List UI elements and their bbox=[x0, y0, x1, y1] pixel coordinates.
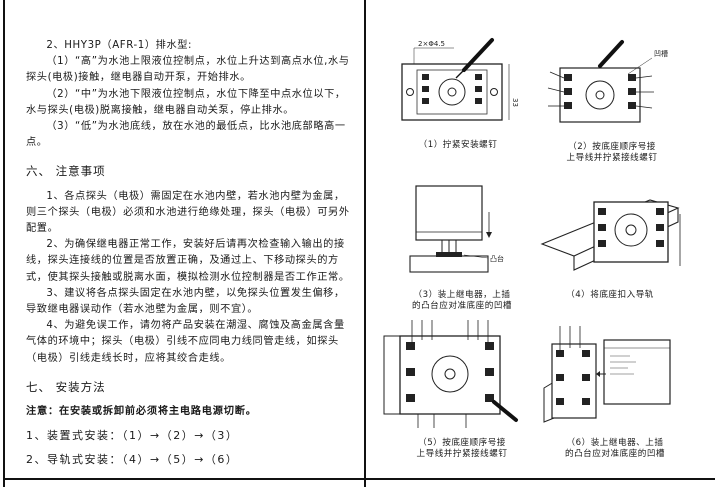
figure-2-caption: （2）按底座顺序号接 上导线并拧紧接线螺钉 bbox=[566, 142, 658, 163]
paragraph-drain-type: 2、HHY3P（AFR-1）排水型: bbox=[46, 40, 193, 51]
figure-6-caption: （6）装上继电器、上插 的凸台应对准底座的凹槽 bbox=[564, 438, 666, 459]
figure-2-wiring-base: 凹槽 bbox=[542, 36, 682, 136]
install-step-rail: 2、导轨式安装：（4）→（5）→（6） bbox=[26, 453, 239, 467]
figure-4-snap-to-rail bbox=[538, 184, 686, 284]
instructions-column: 2、HHY3P（AFR-1）排水型: （1）“高”为水池上限液位控制点，水位上升… bbox=[26, 38, 352, 469]
install-step-panel: 1、装置式安装：（1）→（2）→（3） bbox=[26, 429, 239, 443]
figure-6-attach-relay-rail bbox=[540, 318, 688, 430]
paragraph-mid-point: （2）“中”为水池下限液位控制点，水位下降至中点水位以下，水与探头(电极)脱离接… bbox=[26, 88, 346, 116]
left-border bbox=[3, 0, 5, 487]
note-item-4: 4、为避免误工作，请勿将产品安装在潮湿、腐蚀及高金属含量气体的环境中；探头（电极… bbox=[26, 320, 345, 364]
paragraph-low-point: （3）“低”为水池底线，放在水池的最低点，比水池底部略高一点。 bbox=[26, 121, 346, 149]
section-title-install: 七、 安装方法 bbox=[26, 379, 106, 394]
figure-1-mounting-screws: 2×Φ4.5 33 bbox=[392, 36, 522, 136]
note-item-3: 3、建议将各点探头固定在水池内壁，以免探头位置发生偏移，导致继电器误动作（若水池… bbox=[26, 287, 345, 316]
figure-5-wiring-rail-base bbox=[378, 318, 533, 430]
figure-3-attach-relay: 凸台 bbox=[392, 182, 522, 282]
column-divider bbox=[364, 0, 366, 487]
note-item-2: 2、为确保继电器正常工作，安装好后请再次检查输入输出的接线，探头连接线的位置是否… bbox=[26, 239, 350, 283]
hole-dimension-label: 2×Φ4.5 bbox=[418, 40, 445, 48]
figure-4-caption: （4）将底座扣入导轨 bbox=[566, 290, 654, 300]
note-item-1: 1、各点探头（电极）需固定在水池内壁，若水池内壁为金属，则三个探头（电极）必须和… bbox=[26, 190, 350, 235]
boss-label: 凸台 bbox=[490, 254, 504, 263]
section-title-notes: 六、 注意事项 bbox=[26, 164, 106, 179]
height-dimension-label: 33 bbox=[511, 98, 519, 107]
figure-5-caption: （5）按底座顺序号接 上导线并拧紧接线螺钉 bbox=[416, 438, 508, 459]
figure-1-caption: （1）拧紧安装螺钉 bbox=[418, 140, 498, 150]
figure-3-caption: （3）装上继电器，上插 的凸台应对准底座的凹槽 bbox=[411, 290, 513, 311]
groove-label: 凹槽 bbox=[654, 49, 668, 58]
paragraph-high-point: （1）“高”为水池上限液位控制点，水位上升达到高点水位,水与探头(电极)接触，继… bbox=[26, 56, 350, 84]
power-off-warning: 注意：在安装或拆卸前必须将主电路电源切断。 bbox=[26, 406, 257, 418]
bottom-border bbox=[3, 478, 715, 480]
